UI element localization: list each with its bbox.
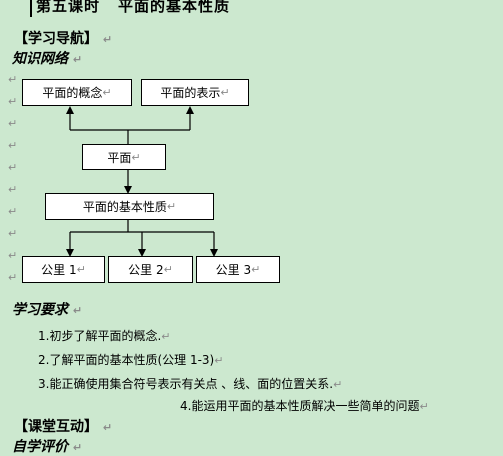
requirement-item: 4.能运用平面的基本性质解决一些简单的问题↵ — [180, 397, 429, 414]
requirement-item: 1.初步了解平面的概念.↵ — [38, 327, 170, 344]
heading-self-study: 自学评价 ↵ — [12, 436, 82, 456]
return-mark: ↵ — [163, 263, 173, 276]
box-axiom-2-label: 公里 2 — [128, 263, 164, 277]
return-mark: ↵ — [72, 53, 83, 66]
box-axiom-3-label: 公里 3 — [215, 263, 252, 277]
paragraph-mark: ↵ — [8, 161, 18, 174]
return-mark: ↵ — [102, 86, 112, 99]
paragraph-mark: ↵ — [8, 249, 18, 262]
lesson-topic: 平面的基本性质 — [118, 0, 231, 15]
self-study-label: 自学评价 — [12, 439, 68, 455]
box-plane-concept: 平面的概念↵ — [22, 79, 132, 106]
return-mark: ↵ — [131, 150, 141, 164]
return-mark: ↵ — [214, 354, 224, 367]
return-mark: ↵ — [161, 330, 171, 343]
box-plane: 平面↵ — [82, 144, 166, 170]
heading-requirements: 学习要求 ↵ — [12, 299, 82, 319]
lesson-number: 第五课时 — [36, 0, 101, 15]
section-interaction-label: 【课堂互动】 — [14, 419, 98, 435]
knowledge-network-label: 知识网络 — [12, 51, 68, 67]
paragraph-mark: ↵ — [8, 117, 18, 130]
return-mark: ↵ — [102, 421, 113, 434]
return-mark: ↵ — [102, 33, 113, 46]
return-mark: ↵ — [419, 400, 429, 413]
requirements-label: 学习要求 — [12, 302, 68, 318]
paragraph-mark: ↵ — [8, 95, 18, 108]
box-axiom-3: 公里 3↵ — [196, 256, 280, 283]
paragraph-mark: ↵ — [8, 271, 18, 284]
paragraph-mark: ↵ — [8, 139, 18, 152]
return-mark: ↵ — [72, 304, 83, 317]
heading-knowledge-network: 知识网络 ↵ — [12, 48, 82, 68]
box-axiom-1-label: 公里 1 — [41, 263, 77, 277]
return-mark: ↵ — [166, 200, 177, 213]
requirement-text: 4.能运用平面的基本性质解决一些简单的问题 — [180, 399, 420, 413]
diagram-connectors — [66, 106, 218, 257]
requirement-item: 2.了解平面的基本性质(公理 1-3)↵ — [38, 351, 223, 368]
paragraph-mark: ↵ — [8, 227, 18, 240]
return-mark: ↵ — [72, 441, 83, 454]
section-guide: 【学习导航】 ↵ — [14, 28, 112, 48]
box-plane-concept-label: 平面的概念 — [42, 86, 103, 100]
paragraph-mark: ↵ — [8, 73, 18, 86]
box-plane-representation: 平面的表示↵ — [141, 79, 249, 106]
return-mark: ↵ — [76, 263, 86, 276]
box-axiom-2: 公里 2↵ — [108, 256, 193, 283]
section-interaction: 【课堂互动】 ↵ — [14, 416, 112, 436]
box-basic-properties-label: 平面的基本性质 — [82, 200, 167, 214]
box-plane-representation-label: 平面的表示 — [160, 86, 221, 100]
return-mark: ↵ — [333, 378, 343, 391]
box-basic-properties: 平面的基本性质↵ — [45, 193, 214, 220]
requirement-text: 2.了解平面的基本性质(公理 1-3) — [38, 353, 215, 367]
section-guide-label: 【学习导航】 — [14, 31, 98, 47]
requirement-text: 1.初步了解平面的概念. — [38, 329, 162, 343]
paragraph-mark: ↵ — [8, 205, 18, 218]
return-mark: ↵ — [220, 86, 230, 99]
return-mark: ↵ — [251, 263, 261, 276]
box-plane-label: 平面 — [107, 150, 132, 165]
paragraph-mark: ↵ — [8, 183, 18, 196]
requirement-text: 3.能正确使用集合符号表示有关点 、线、面的位置关系. — [38, 377, 334, 391]
box-axiom-1: 公里 1↵ — [22, 256, 105, 283]
page-title: 第五课时 平面的基本性质 — [30, 0, 230, 17]
requirement-item: 3.能正确使用集合符号表示有关点 、线、面的位置关系.↵ — [38, 375, 342, 392]
